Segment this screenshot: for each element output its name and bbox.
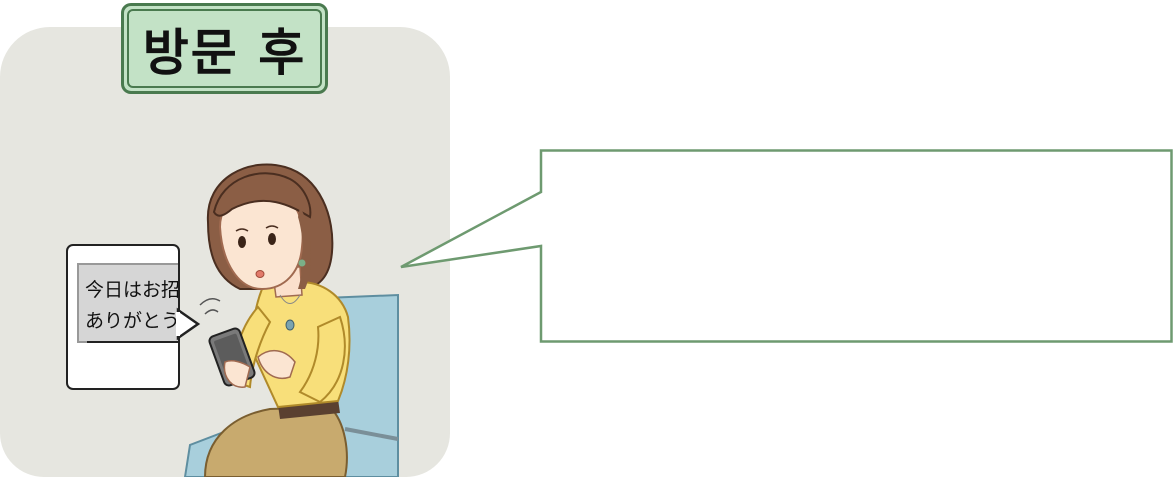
speech-bubble (400, 149, 1173, 343)
woman-with-phone-illustration (183, 163, 399, 477)
chair-rail (344, 427, 399, 441)
vibration-mark (204, 309, 219, 315)
phone-bubble-tail (176, 307, 201, 341)
left-eye (238, 236, 246, 248)
pendant (285, 319, 295, 331)
hair-side (298, 207, 312, 289)
right-eye (268, 233, 276, 245)
phone-message-bubble: 今日はお招 ありがとう (66, 244, 180, 390)
left-hand (223, 360, 251, 388)
right-hand (257, 350, 296, 379)
message-line-2: ありがとう (85, 310, 180, 332)
earring (298, 259, 306, 267)
mouth (255, 270, 265, 278)
skirt (203, 405, 348, 477)
message-box: 今日はお招 ありがとう (77, 263, 180, 343)
message-underline (87, 341, 178, 343)
message-line-1: 今日はお招 (85, 279, 180, 301)
title-text: 방문 후 (142, 23, 307, 82)
scene-panel (0, 27, 450, 477)
hair-front (212, 172, 312, 219)
title-badge: 방문 후 (121, 3, 328, 94)
